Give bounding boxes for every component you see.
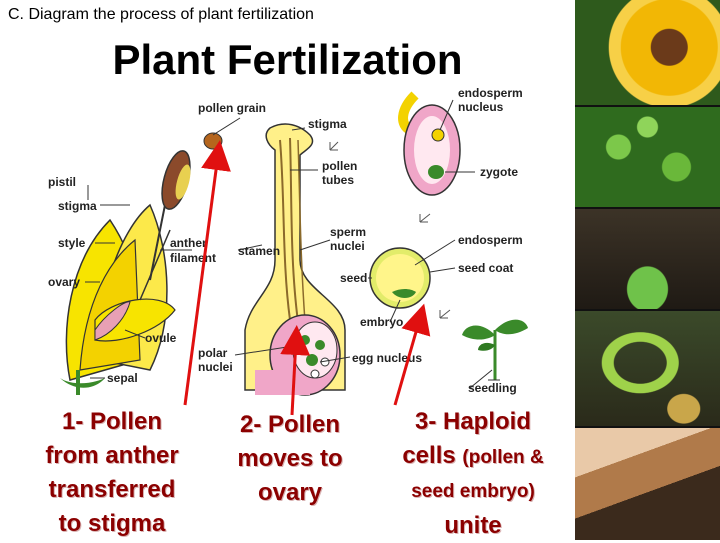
photo-leaves [575, 107, 720, 207]
slide-title: Plant Fertilization [112, 36, 463, 83]
label-pollen-tubes-2: tubes [322, 173, 354, 187]
label-sperm-nuclei-2: nuclei [330, 239, 365, 253]
arrow-step3 [393, 303, 431, 406]
label-pistil: pistil [48, 175, 76, 189]
step1-line2: from anther [45, 442, 179, 469]
step1-line1: 1- Pollen [61, 408, 163, 435]
label-egg-nucleus: egg nucleus [352, 351, 422, 365]
step3-caption: 3- Haploid cells (pollen & seed embryo) … [378, 405, 568, 543]
step1-caption: 1- Pollen from anther transferred to sti… [22, 405, 202, 541]
flower-illustration [60, 150, 191, 395]
label-pollen-grain: pollen grain [198, 101, 266, 115]
label-stigma-top: stigma [308, 117, 347, 131]
slide-heading: C. Diagram the process of plant fertiliz… [8, 6, 314, 23]
label-zygote: zygote [480, 165, 518, 179]
step3-line3: seed embryo) [411, 481, 535, 502]
label-ovule: ovule [145, 331, 177, 345]
arrow-step1 [183, 140, 231, 406]
step2-line3: ovary [257, 479, 323, 506]
step3-line2: cells (pollen & [378, 439, 568, 475]
label-polar-nuclei-1: polar [198, 346, 228, 360]
step1-line4: to stigma [58, 510, 166, 537]
step2-line1: 2- Pollen [239, 411, 341, 438]
stage-arrows [329, 141, 451, 319]
label-sepal: sepal [107, 371, 138, 385]
leader-lines [85, 99, 493, 389]
label-seed-coat: seed coat [458, 261, 513, 275]
label-stamen: stamen [238, 244, 280, 258]
label-anther: anther [170, 236, 207, 250]
step2-line2: moves to [237, 445, 343, 472]
ovule-illustration [398, 91, 461, 196]
step2-caption: 2- Pollen moves to ovary [210, 408, 370, 510]
label-style: style [58, 236, 86, 250]
photo-seedling-curl [575, 311, 720, 426]
seed-illustration [369, 247, 431, 309]
seedling-illustration [462, 319, 528, 381]
photo-sprout [575, 209, 720, 309]
label-endosperm-nucleus-1: endosperm [458, 86, 523, 100]
step3-line2a: cells [402, 442, 456, 469]
label-endosperm: endosperm [458, 233, 523, 247]
label-seedling: seedling [468, 381, 517, 395]
label-endosperm-nucleus-2: nucleus [458, 100, 504, 114]
label-stigma-left: stigma [58, 199, 97, 213]
label-polar-nuclei-2: nuclei [198, 360, 233, 374]
step1-line3: transferred [48, 476, 176, 503]
label-ovary: ovary [48, 275, 80, 289]
label-seed: seed [340, 271, 367, 285]
label-sperm-nuclei-1: sperm [330, 225, 366, 239]
photo-sunflower [575, 0, 720, 105]
photo-planting-hands [575, 428, 720, 540]
arrow-step2 [280, 325, 311, 416]
label-embryo: embryo [360, 315, 403, 329]
photo-strip [575, 0, 720, 540]
label-filament: filament [170, 251, 216, 265]
step3-line2b: (pollen & [462, 447, 544, 468]
step3-line4: unite [444, 512, 502, 539]
label-pollen-tubes-1: pollen [322, 159, 357, 173]
step3-line1: 3- Haploid [414, 408, 531, 435]
